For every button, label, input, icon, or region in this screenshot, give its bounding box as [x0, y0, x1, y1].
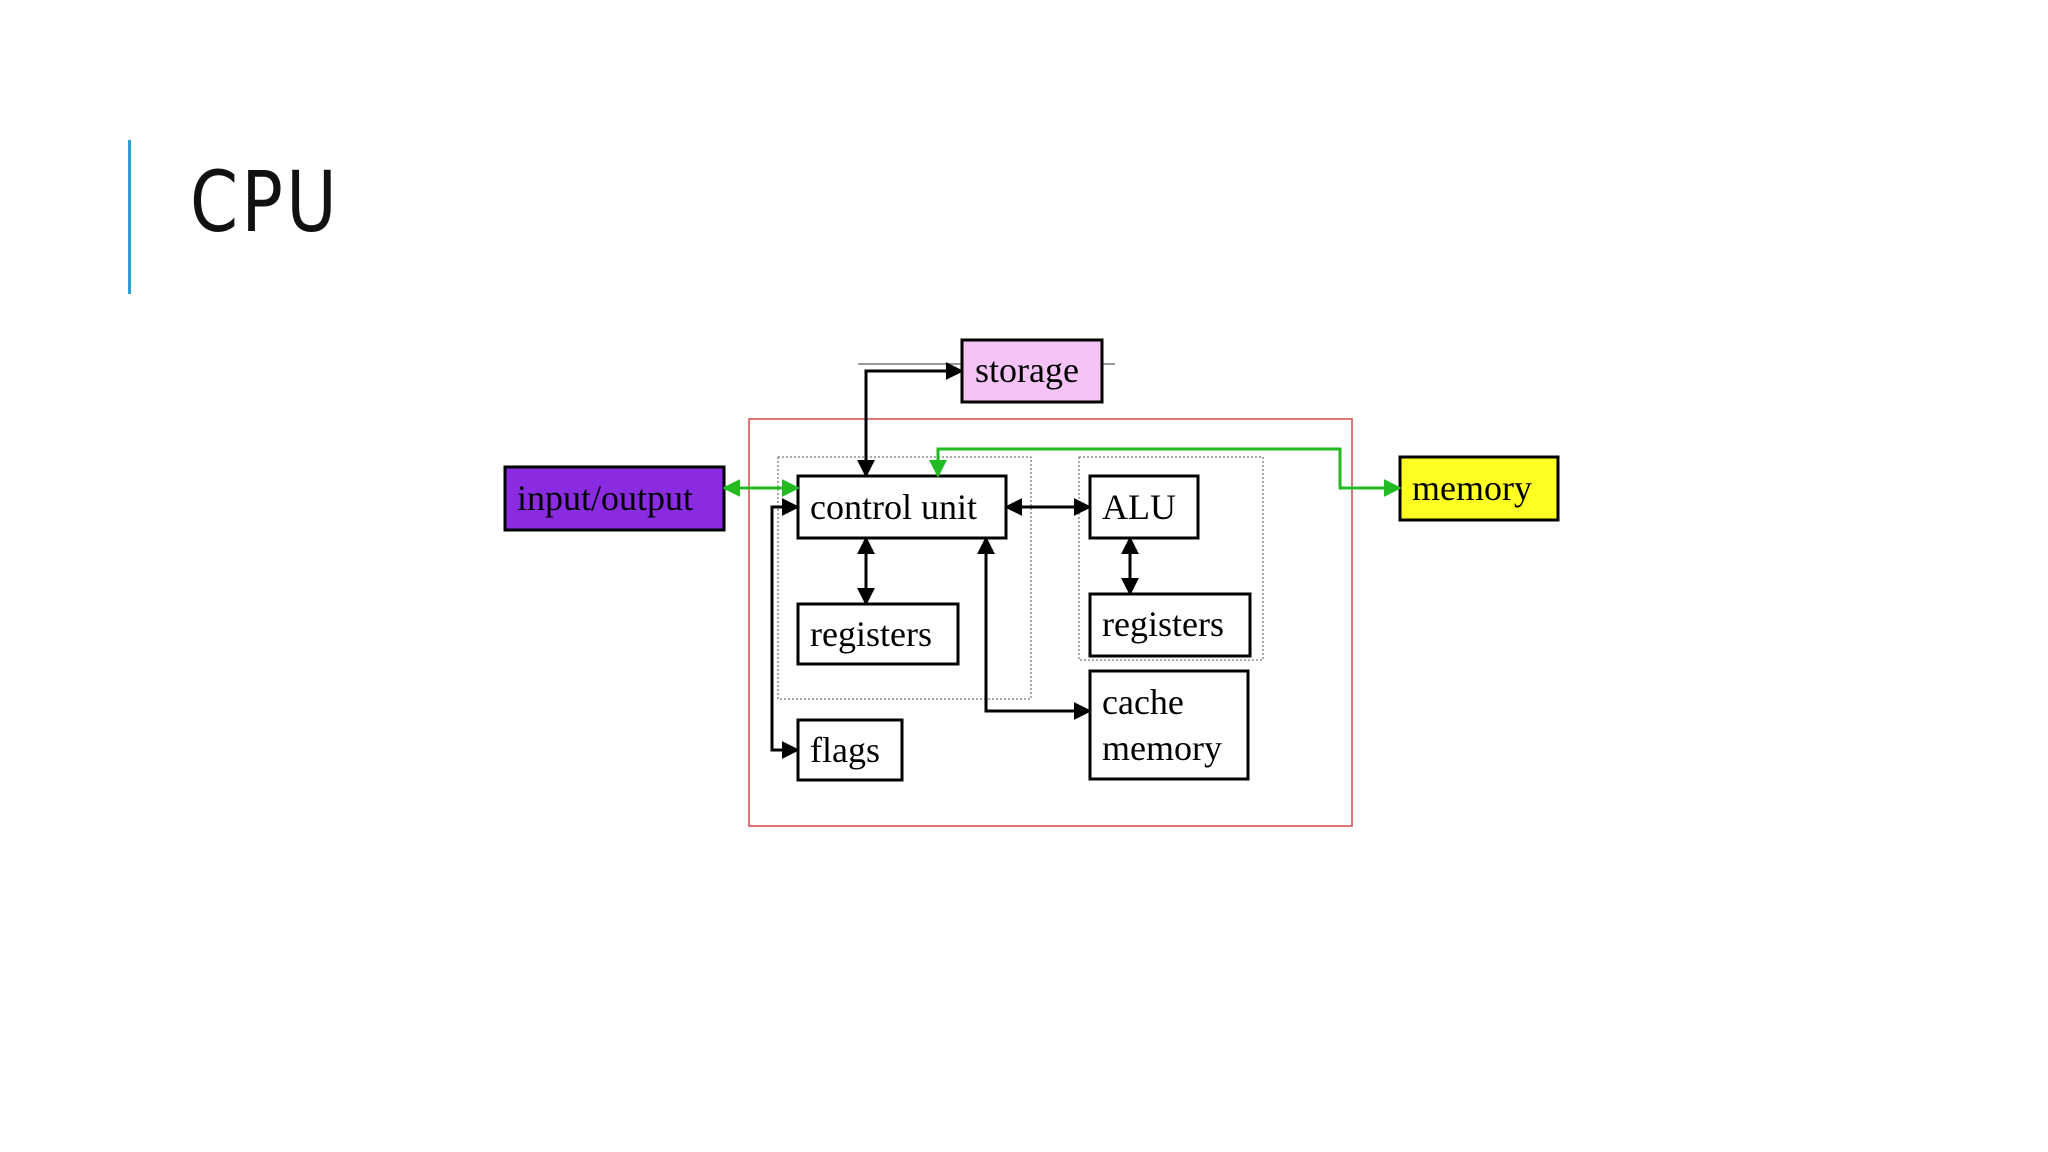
control-unit-box: control unit	[796, 474, 1008, 540]
memory-to-control-unit-bus	[929, 447, 1402, 497]
memory-box: memory	[1398, 455, 1560, 522]
registers-cu-box: registers	[796, 602, 960, 666]
control-unit-to-flags-arrow	[770, 498, 800, 759]
cache-memory-box: cache memory	[1088, 669, 1250, 781]
registers-alu-label: registers	[1102, 604, 1224, 644]
storage-label: storage	[975, 350, 1079, 390]
alu-label: ALU	[1102, 487, 1176, 527]
alu-box: ALU	[1088, 474, 1200, 540]
flags-box: flags	[796, 718, 904, 782]
input-output-box: input/output	[503, 465, 726, 532]
storage-box: storage	[960, 338, 1104, 404]
memory-label: memory	[1412, 468, 1532, 508]
storage-to-control-unit-arrow	[857, 362, 964, 478]
cache-memory-label-line1: cache	[1102, 682, 1184, 722]
control-unit-to-cache-arrow	[977, 536, 1092, 720]
registers-cu-label: registers	[810, 614, 932, 654]
cpu-boundary	[748, 418, 1353, 827]
slide-title: CPU	[190, 153, 340, 251]
flags-label: flags	[810, 730, 880, 770]
control-unit-label: control unit	[810, 487, 977, 527]
cache-memory-label-line2: memory	[1102, 728, 1222, 768]
input-output-label: input/output	[517, 478, 693, 518]
title-accent-bar	[128, 140, 131, 294]
registers-alu-box: registers	[1088, 592, 1252, 658]
